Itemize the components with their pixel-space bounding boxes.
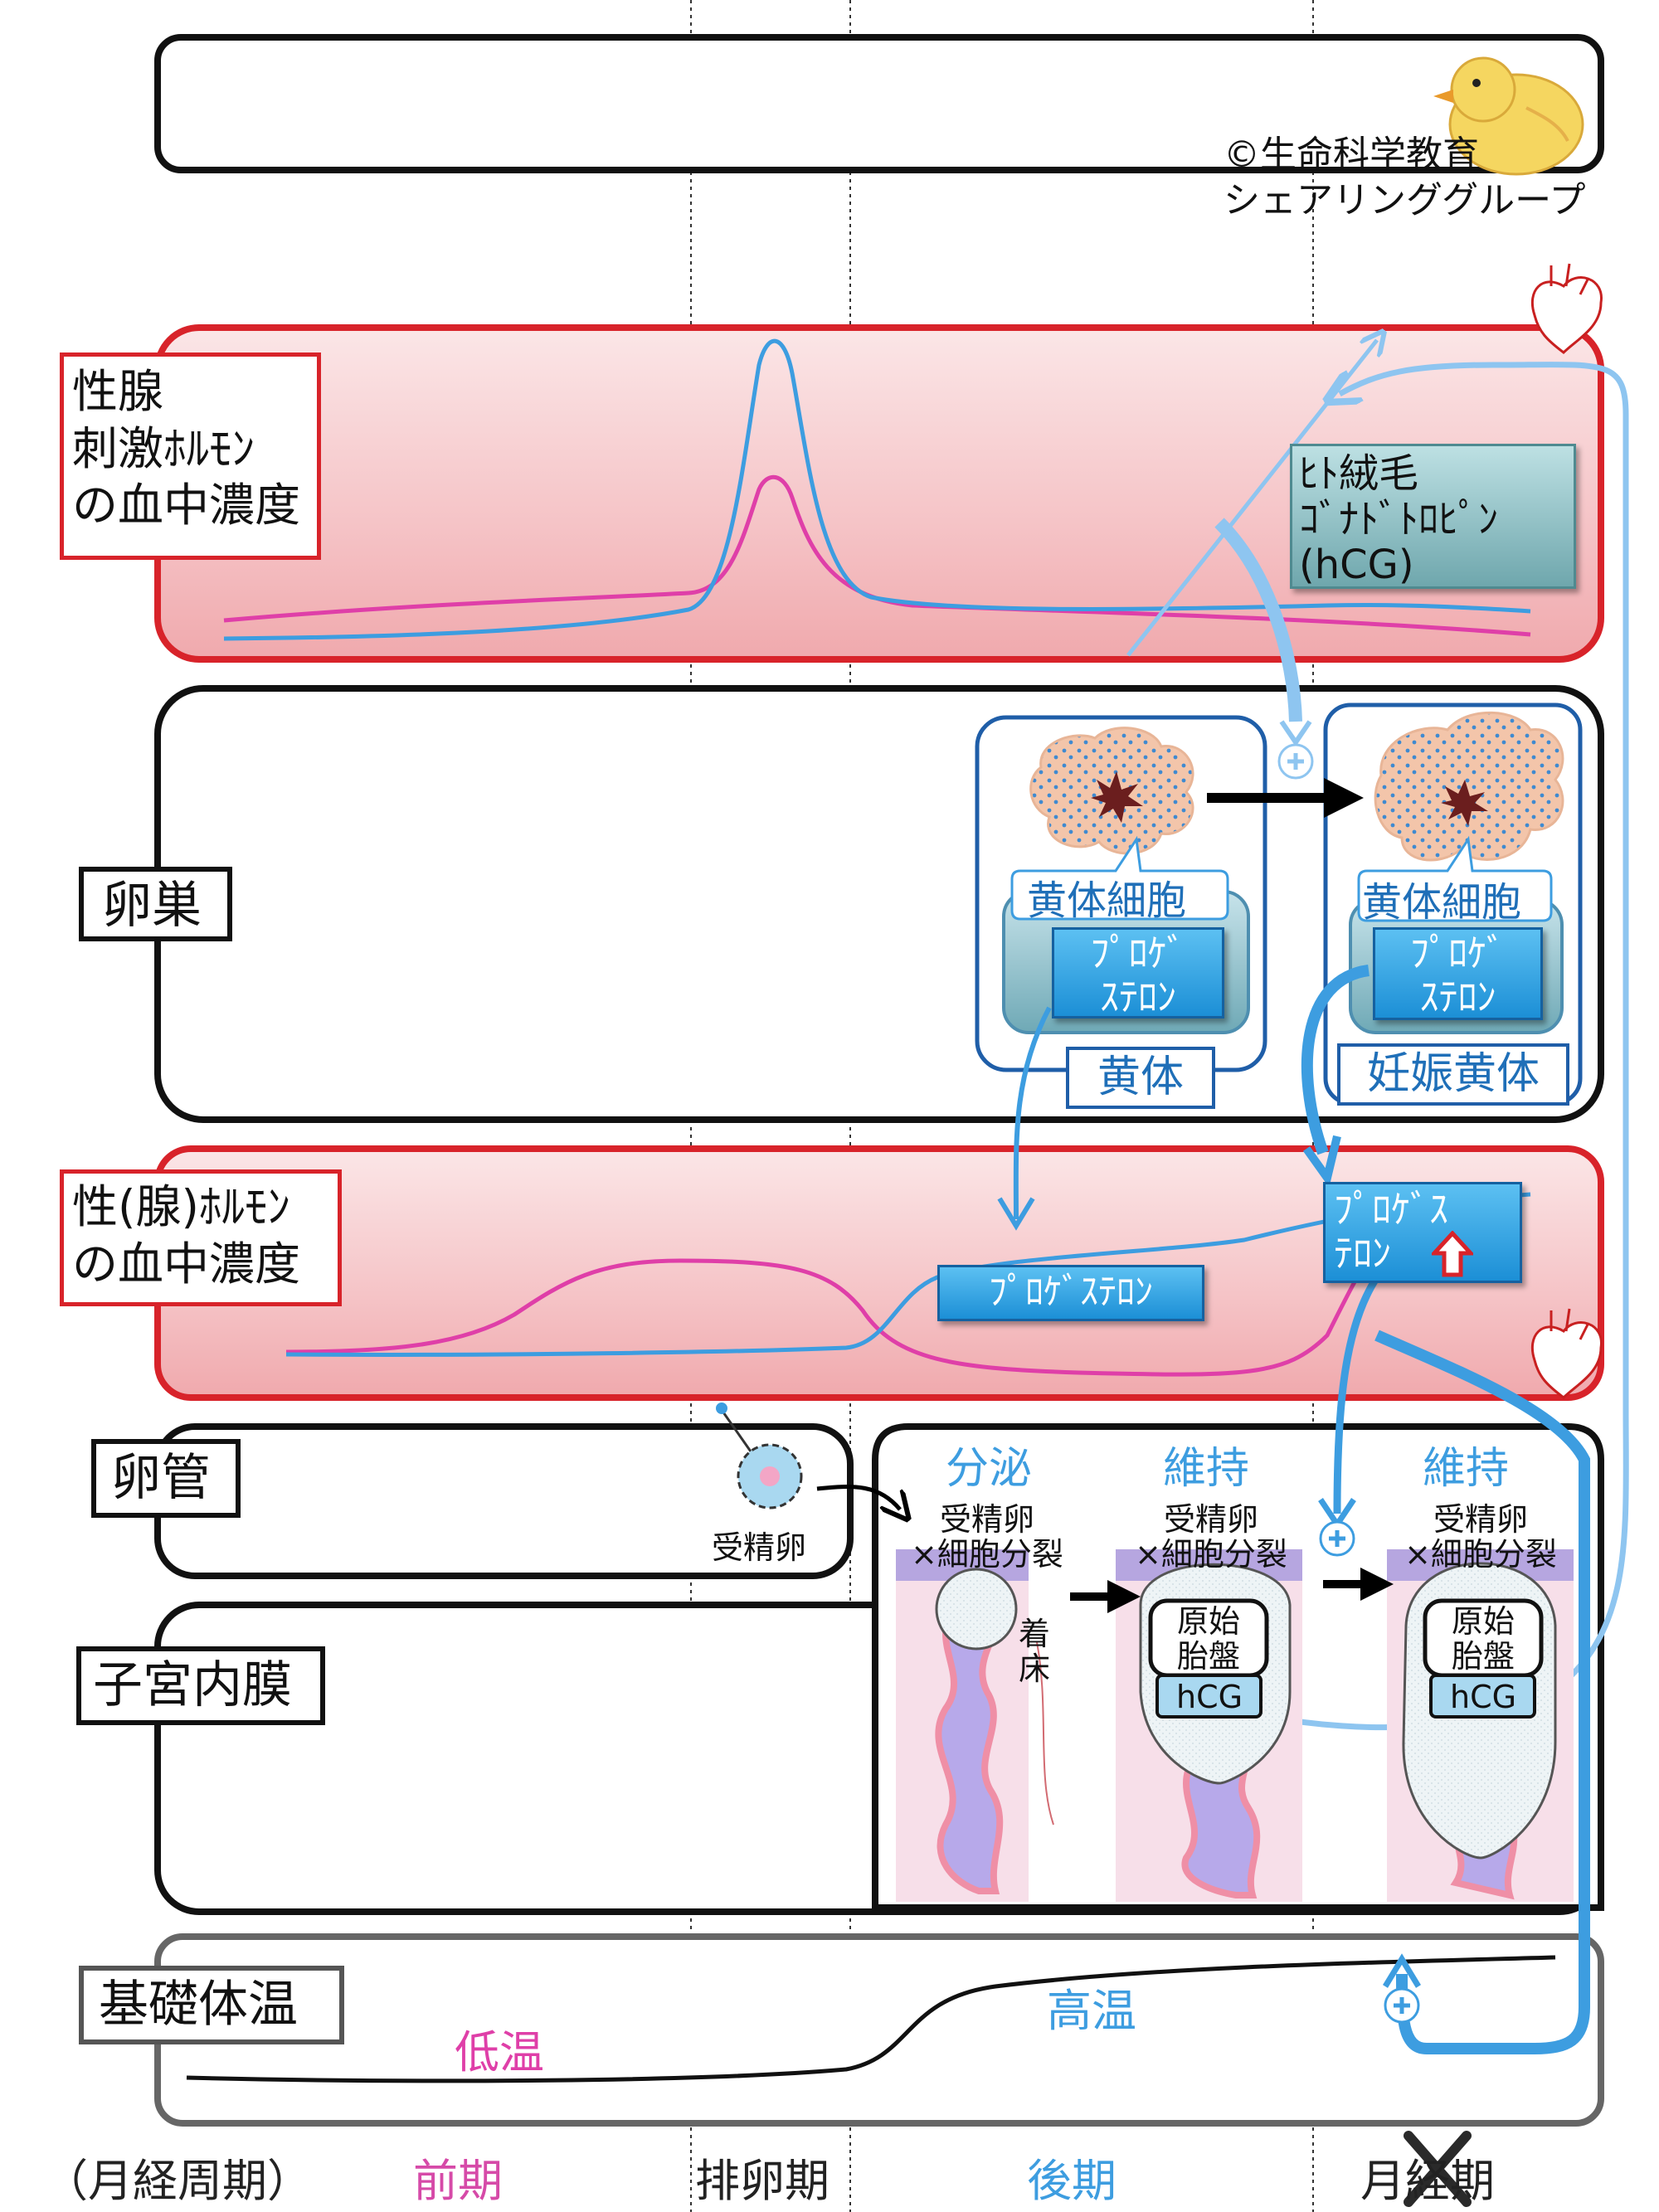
progesterone-box-mid: ﾌﾟﾛｹﾞｽﾃﾛﾝ (937, 1265, 1204, 1321)
up-arrow-icon (1432, 1231, 1473, 1277)
heart-icon (1530, 263, 1603, 354)
progesterone-right-line1: ﾌﾟﾛｹﾞ (1410, 931, 1506, 975)
progesterone-box-right: ﾌﾟﾛｹﾞ ｽﾃﾛﾝ (1373, 927, 1543, 1020)
gonadotropin-label-line3: の血中濃度 (72, 479, 301, 532)
egg-division-2-line1: 受精卵 (1163, 1501, 1258, 1538)
estrogen-curve (285, 1242, 1379, 1377)
chick-icon (1433, 56, 1584, 176)
uterus-header-maintain-2: 維持 (1423, 1444, 1510, 1494)
bbt-label-text: 基礎体温 (99, 1976, 298, 2034)
progesterone-box-elevated: ﾌﾟﾛｹﾞｽ ﾃﾛﾝ (1323, 1182, 1522, 1283)
progesterone-left-line2: ｽﾃﾛﾝ (1100, 974, 1176, 1019)
gonadotropin-label: 性腺 刺激ﾎﾙﾓﾝ の血中濃度 (60, 352, 321, 560)
endometrium-label: 子宮内膜 (76, 1646, 325, 1725)
placenta-label-2: 原始 胎盤 (1428, 1603, 1539, 1675)
fertilized-egg-icon (716, 1403, 803, 1510)
corpus-luteum-text: 黄体 (1097, 1053, 1184, 1102)
heart-icon (1530, 1308, 1603, 1399)
fsh-curve (223, 474, 1531, 637)
progesterone-bbt-loop (1374, 1330, 1590, 2054)
hcg-box-line2: ｺﾞﾅﾄﾞﾄﾛﾋﾟﾝ (1299, 496, 1499, 543)
progesterone-left-line1: ﾌﾟﾛｹﾞ (1090, 931, 1186, 975)
luteal-cell-right (1374, 711, 1564, 862)
phase-follicular: 前期 (413, 2155, 503, 2207)
luteal-cell-label-left: 黄体細胞 (1027, 878, 1187, 924)
placenta-label-1: 原始 胎盤 (1153, 1603, 1264, 1675)
uterus-header-secretion: 分泌 (946, 1444, 1033, 1494)
implantation-line1: 着 (1019, 1616, 1051, 1652)
egg-division-1-line1: 受精卵 (939, 1501, 1034, 1538)
pregnancy-luteum-label: 妊娠黄体 (1337, 1043, 1569, 1106)
sex-hormone-label-line1: 性(腺)ﾎﾙﾓﾝ (72, 1180, 290, 1233)
egg-division-3: 受精卵 ×細胞分裂 (1394, 1501, 1568, 1573)
progesterone-right-arrow (1301, 965, 1370, 1155)
credit-line1: ©生命科学教育 (1224, 134, 1479, 176)
endometrium-label-text: 子宮内膜 (93, 1656, 292, 1714)
hcg-box-line3: (hCG) (1299, 542, 1414, 589)
fertilized-egg-label: 受精卵 (712, 1529, 807, 1566)
egg-division-3-line2: ×細胞分裂 (1404, 1535, 1557, 1573)
bbt-panel (154, 1933, 1604, 2127)
hcg-label-1: hCG (1176, 1679, 1243, 1715)
implantation-label: 着 床 (1019, 1616, 1051, 1687)
hcg-box-line1: ﾋﾄ絨毛 (1299, 450, 1419, 497)
gonadotropin-label-line2: 刺激ﾎﾙﾓﾝ (72, 421, 255, 475)
top-blank-panel (154, 34, 1604, 173)
sex-hormone-label-line2: の血中濃度 (72, 1237, 301, 1291)
luteal-cell-label-right: 黄体細胞 (1362, 879, 1522, 926)
placenta-1-line2: 胎盤 (1176, 1637, 1240, 1675)
plus-icon (1384, 1987, 1420, 2024)
phase-ovulation: 排卵期 (695, 2155, 830, 2207)
placenta-2-line2: 胎盤 (1451, 1637, 1515, 1675)
egg-division-1-line2: ×細胞分裂 (911, 1535, 1063, 1573)
implantation-line2: 床 (1019, 1650, 1051, 1687)
placenta-1-line1: 原始 (1176, 1603, 1240, 1640)
egg-division-2-line2: ×細胞分裂 (1135, 1535, 1287, 1573)
credit-line2: シェアリンググループ (1224, 179, 1586, 221)
sex-hormone-label: 性(腺)ﾎﾙﾓﾝ の血中濃度 (60, 1169, 342, 1306)
bbt-label: 基礎体温 (79, 1966, 344, 2044)
ovary-label-text: 卵巣 (102, 877, 202, 935)
egg-division-2: 受精卵 ×細胞分裂 (1124, 1501, 1298, 1573)
cross-icon (1404, 2131, 1472, 2207)
ovary-label: 卵巣 (79, 867, 232, 941)
placenta-2-line1: 原始 (1451, 1603, 1515, 1640)
uterus-header-maintain-1: 維持 (1163, 1444, 1250, 1494)
progesterone-elevated-line2: ﾃﾛﾝ (1334, 1230, 1391, 1276)
pregnancy-luteum-text: 妊娠黄体 (1366, 1049, 1540, 1099)
plus-icon (1319, 1520, 1355, 1557)
progesterone-left-arrow (1013, 1006, 1052, 1220)
phase-luteal: 後期 (1027, 2155, 1117, 2207)
oviduct-label-text: 卵管 (111, 1449, 211, 1507)
endometrium-strip-1 (896, 1549, 1054, 1902)
hcg-to-ovary-arrow (1214, 518, 1302, 722)
progesterone-elevated-line1: ﾌﾟﾛｹﾞｽ (1334, 1187, 1448, 1232)
plus-icon (1277, 743, 1314, 780)
high-temp-label: 高温 (1047, 1985, 1136, 2037)
bbt-curve (186, 1955, 1556, 2083)
corpus-luteum-label: 黄体 (1066, 1047, 1215, 1109)
progesterone-down-arrow (1333, 1275, 1380, 1514)
egg-division-1: 受精卵 ×細胞分裂 (900, 1501, 1074, 1573)
progesterone-right-line2: ｽﾃﾛﾝ (1419, 974, 1496, 1019)
oviduct-label: 卵管 (91, 1439, 241, 1518)
progesterone-box-left: ﾌﾟﾛｹﾞ ｽﾃﾛﾝ (1052, 927, 1224, 1018)
low-temp-label: 低温 (455, 2026, 544, 2078)
lh-curve (223, 338, 1531, 641)
cycle-label: （月経周期） (43, 2155, 312, 2207)
hcg-label-2: hCG (1450, 1679, 1517, 1715)
hcg-hormone-box: ﾋﾄ絨毛 ｺﾞﾅﾄﾞﾄﾛﾋﾟﾝ (hCG) (1290, 444, 1576, 589)
progesterone-mid-text: ﾌﾟﾛｹﾞｽﾃﾛﾝ (989, 1271, 1153, 1313)
egg-division-3-line1: 受精卵 (1433, 1501, 1528, 1538)
gonadotropin-label-line1: 性腺 (72, 365, 164, 418)
phase-menstrual: 月経期 (1360, 2155, 1495, 2207)
